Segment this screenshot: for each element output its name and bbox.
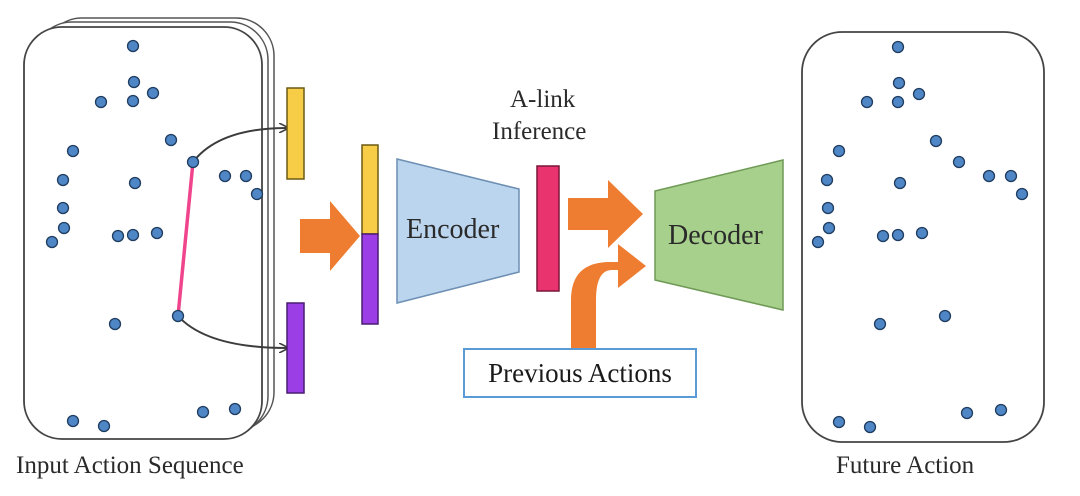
- input-joint-icon: [218, 169, 232, 183]
- curved-arrow-icon-bottom: [177, 315, 287, 348]
- input-joint-icon: [164, 133, 178, 147]
- future-joint-icon: [960, 406, 974, 420]
- input-joint-icon: [66, 414, 80, 428]
- purple-feature-bar: [286, 302, 305, 394]
- future-action-caption: Future Action: [836, 452, 975, 479]
- future-joint-icon: [891, 95, 905, 109]
- alink-feature-bar: [536, 165, 560, 292]
- input-joint-icon: [146, 86, 160, 100]
- input-joint-icon: [111, 229, 125, 243]
- input-joint-icon: [127, 75, 141, 89]
- future-joint-icon: [832, 415, 846, 429]
- future-joint-icon: [994, 403, 1008, 417]
- input-joint-icon: [128, 176, 142, 190]
- future-joint-icon: [891, 40, 905, 54]
- input-joint-icon: [94, 95, 108, 109]
- alink-label-line2: Inference: [492, 118, 587, 145]
- future-joint-icon: [863, 420, 877, 434]
- future-joint-icon: [832, 144, 846, 158]
- input-joint-icon: [196, 405, 210, 419]
- future-joint-icon: [893, 176, 907, 190]
- input-joint-icon: [250, 187, 264, 201]
- concat-yellow-segment: [361, 144, 379, 235]
- future-joint-icon: [938, 309, 952, 323]
- input-skeleton: [45, 39, 264, 433]
- input-joint-icon: [56, 201, 70, 215]
- future-skeleton: [811, 40, 1029, 434]
- input-frame-stack: [23, 17, 275, 440]
- input-joint-icon: [186, 155, 200, 169]
- orange-arrow-icon-input: [300, 201, 360, 271]
- input-joint-icon: [126, 94, 140, 108]
- input-joint-icon: [239, 169, 253, 183]
- input-sequence-caption: Input Action Sequence: [16, 452, 244, 479]
- future-joint-icon: [1015, 187, 1029, 201]
- future-joint-icon: [873, 317, 887, 331]
- decoder-block: [654, 159, 784, 311]
- input-joint-icon: [126, 39, 140, 53]
- future-joint-icon: [811, 235, 825, 249]
- future-joint-icon: [822, 221, 836, 235]
- input-joint-icon: [97, 419, 111, 433]
- future-joint-icon: [860, 95, 874, 109]
- alink-label-line1: A-link: [510, 86, 576, 113]
- future-joint-icon: [876, 229, 890, 243]
- input-joint-icon: [57, 221, 71, 235]
- future-joint-icon: [982, 169, 996, 183]
- input-frame: [23, 26, 263, 440]
- future-joint-icon: [820, 173, 834, 187]
- previous-actions-box: Previous Actions: [463, 348, 697, 398]
- input-joint-icon: [45, 235, 59, 249]
- future-joint-icon: [929, 134, 943, 148]
- future-joint-icon: [1004, 169, 1018, 183]
- future-joint-icon: [891, 228, 905, 242]
- input-joint-icon: [228, 402, 242, 416]
- encoder-block: [396, 158, 520, 304]
- input-joint-icon: [171, 309, 185, 323]
- curved-arrow-icon-top: [192, 128, 287, 163]
- future-joint-icon: [952, 155, 966, 169]
- alink-connection-line: [176, 161, 195, 317]
- future-joint-icon: [915, 226, 929, 240]
- input-joint-icon: [108, 317, 122, 331]
- future-joint-icon: [821, 201, 835, 215]
- encoder-label: Encoder: [406, 214, 500, 245]
- input-joint-icon: [56, 173, 70, 187]
- orange-arrow-icon-previous: [571, 244, 646, 350]
- input-joint-icon: [66, 144, 80, 158]
- future-joint-icon: [892, 76, 906, 90]
- orange-arrow-icon-decoder: [568, 180, 643, 248]
- concat-purple-segment: [361, 233, 379, 325]
- future-joint-icon: [912, 87, 926, 101]
- input-joint-icon: [126, 228, 140, 242]
- yellow-feature-bar: [286, 87, 305, 180]
- input-joint-icon: [150, 226, 164, 240]
- decoder-label: Decoder: [668, 220, 763, 251]
